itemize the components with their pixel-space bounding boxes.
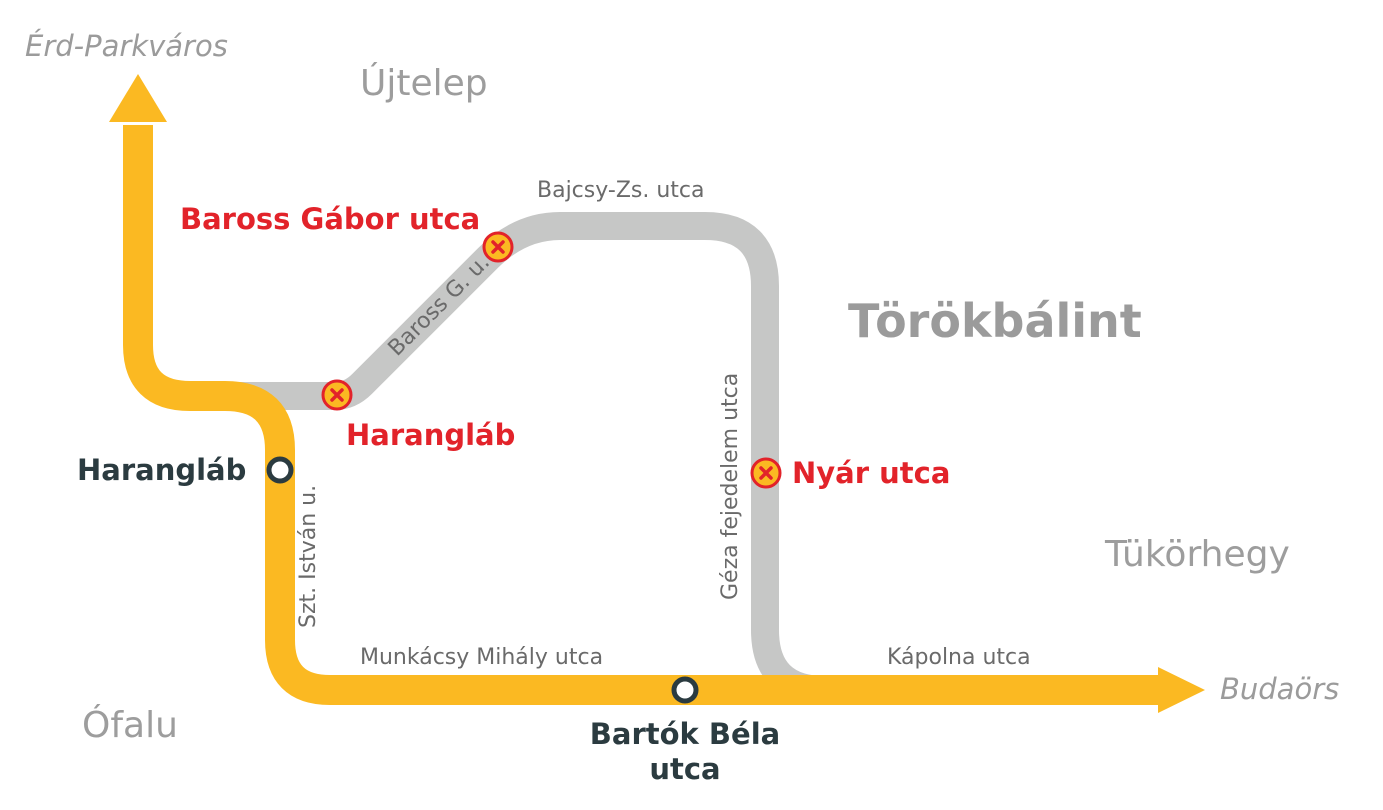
street-label-munkacsy: Munkácsy Mihály utca xyxy=(360,645,604,670)
open-stop-bartok-icon xyxy=(671,676,699,704)
arrow-east-icon xyxy=(1158,667,1205,713)
open-stop-label-harangláb: Harangláb xyxy=(77,453,247,487)
detour-route-line xyxy=(230,212,860,704)
open-stop-harangláb-icon xyxy=(266,456,294,484)
area-label-ofalu: Ófalu xyxy=(82,705,178,746)
closed-stop-label-baross: Baross Gábor utca xyxy=(180,202,481,236)
open-stop-label-bartok: Bartók Béla utca xyxy=(585,720,785,784)
street-label-geza: Géza fejedelem utca xyxy=(718,372,743,600)
closed-stop-label-harangláb: Harangláb xyxy=(346,418,516,452)
street-label-bajcsy: Bajcsy-Zs. utca xyxy=(537,178,705,203)
open-stop-label-bartok-line1: Bartók Béla xyxy=(589,717,781,751)
street-label-szt-istvan: Szt. István u. xyxy=(296,484,321,628)
area-label-tukorhegy: Tükörhegy xyxy=(1105,534,1290,575)
closed-stop-nyar-icon xyxy=(750,457,782,489)
main-route-line xyxy=(123,125,1160,705)
area-label-ujtelep: Újtelep xyxy=(360,63,488,104)
closed-stop-baross-icon xyxy=(482,231,514,263)
arrow-north-icon xyxy=(109,74,167,122)
open-stop-label-bartok-line2: utca xyxy=(649,752,721,786)
closed-stop-harangláb-icon xyxy=(321,379,353,411)
street-label-kapolna: Kápolna utca xyxy=(887,645,1031,670)
destination-east-label: Budaörs xyxy=(1220,672,1340,706)
closed-stop-label-nyar: Nyár utca xyxy=(792,456,951,490)
destination-north-label: Érd-Parkváros xyxy=(25,29,228,63)
area-label-torokbalint: Törökbálint xyxy=(848,294,1142,348)
